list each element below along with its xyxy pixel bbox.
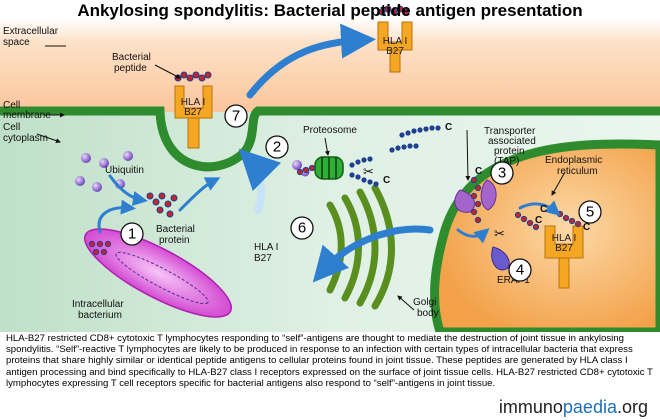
figure-caption: HLA-B27 restricted CD8+ cytotoxic T lymp… <box>6 333 653 389</box>
ubiquitin-dots <box>75 151 310 192</box>
erap1-enzyme <box>491 246 510 271</box>
proteosome <box>314 156 344 180</box>
step-marker-2: 2 <box>265 135 289 159</box>
c-marker: C <box>475 166 482 177</box>
hla-receptor-pit <box>174 85 213 149</box>
cell-membrane <box>0 106 660 172</box>
label-proteosome: Proteosome <box>303 125 357 136</box>
c-marker: C <box>383 175 390 186</box>
svg-text:5: 5 <box>586 204 594 221</box>
arrow-hla-up <box>238 148 282 214</box>
svg-text:7: 7 <box>232 108 240 125</box>
step-marker-3: 3 <box>490 161 514 185</box>
arrow-bacterium <box>97 199 136 234</box>
arrow-golgi <box>312 225 434 283</box>
step-marker-1: 1 <box>120 222 144 246</box>
step-marker-7: 7 <box>224 104 248 128</box>
step-marker-4: 4 <box>508 258 532 282</box>
peptide-bacterium <box>88 240 112 256</box>
c-marker: C <box>445 122 452 133</box>
label-erap1: ERAP1 <box>497 275 530 286</box>
process-arrows <box>97 23 561 283</box>
peptide-top <box>378 5 410 16</box>
scissors-icon-proteosome: ✂ <box>363 165 374 180</box>
step-marker-5: 5 <box>578 200 602 224</box>
page-title: Ankylosing spondylitis: Bacterial peptid… <box>77 1 583 20</box>
c-marker: C <box>540 204 547 215</box>
peptide-proteosome-right <box>349 156 379 187</box>
svg-text:3: 3 <box>498 165 506 182</box>
peptide-cytosol-top <box>389 125 441 153</box>
c-marker: C <box>583 222 590 233</box>
hla-receptor-top <box>377 21 413 73</box>
tap-transporter <box>454 179 497 213</box>
intracellular-bacterium <box>83 228 233 318</box>
svg-text:4: 4 <box>516 262 524 279</box>
peptide-chains <box>88 5 582 256</box>
peptide-proteosome-left <box>296 164 316 176</box>
golgi-body <box>326 184 395 310</box>
arrow-exocytosis <box>246 23 376 99</box>
step-markers: 1 2 3 4 5 6 7 <box>120 104 602 282</box>
peptide-tap <box>470 176 482 224</box>
svg-text:2: 2 <box>273 139 281 156</box>
hla-receptor-er <box>544 225 584 289</box>
arrow-to-membrane <box>178 177 221 212</box>
brand-logo: immunopaedia.org <box>498 397 648 417</box>
arrow-tap <box>456 228 490 244</box>
label-ubiquitin: Ubiquitin <box>105 165 144 176</box>
peptide-bacterial-protein <box>146 192 178 218</box>
svg-text:6: 6 <box>298 220 306 237</box>
c-marker: C <box>535 215 542 226</box>
svg-text:1: 1 <box>128 226 136 243</box>
label-pointers <box>36 45 566 311</box>
scissors-icon-er: ✂ <box>494 227 505 242</box>
extracellular-region <box>0 18 660 114</box>
arrow-er-to-hla <box>518 200 561 216</box>
arrow-ubiquitin <box>108 174 148 206</box>
step-marker-6: 6 <box>290 216 314 240</box>
